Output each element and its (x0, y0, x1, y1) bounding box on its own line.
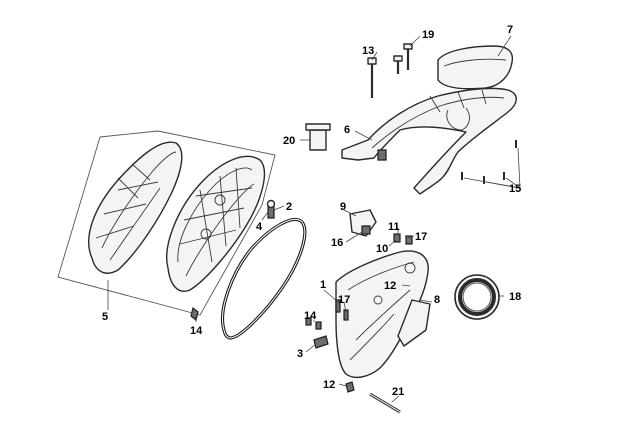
callout-7: 7 (507, 24, 513, 36)
callout-21: 21 (392, 386, 404, 398)
callout-12-lower: 12 (323, 379, 335, 391)
callout-2: 2 (286, 201, 292, 213)
callout-12-upper: 12 (384, 280, 396, 292)
callout-4: 4 (256, 221, 263, 233)
callout-19: 19 (422, 29, 434, 41)
callout-17-lower: 17 (338, 294, 350, 306)
fasteners-10-11-17 (393, 233, 413, 245)
leader-lines (107, 35, 521, 403)
storage-box (335, 250, 431, 379)
callout-18: 18 (509, 291, 521, 303)
callout-11: 11 (388, 221, 400, 233)
bracket-9-16 (349, 209, 377, 237)
callout-17-top: 17 (415, 231, 427, 243)
bolt-19 (403, 43, 413, 70)
clamp-3 (313, 335, 329, 349)
rod-21 (369, 392, 401, 414)
rear-carrier (341, 87, 517, 195)
seat-assembly-outline (57, 130, 276, 316)
callout-1: 1 (320, 279, 326, 291)
callout-13: 13 (362, 45, 374, 57)
bolts-15 (461, 140, 517, 184)
callout-20: 20 (283, 135, 295, 147)
top-case-pad (437, 45, 514, 90)
callout-14-lower: 14 (304, 310, 317, 322)
ring-18 (454, 274, 500, 320)
seat-base-frame (166, 155, 266, 292)
callout-6: 6 (344, 124, 350, 136)
callout-9: 9 (340, 201, 346, 213)
cap-20 (305, 123, 331, 151)
screw-2-4 (266, 199, 276, 219)
callout-8: 8 (434, 294, 440, 306)
callout-15: 15 (509, 183, 521, 195)
callout-10: 10 (376, 243, 388, 255)
callout-5: 5 (102, 311, 108, 323)
callout-16: 16 (331, 237, 343, 249)
callout-labels: 7 13 19 6 20 15 2 4 5 14 9 16 11 17 10 1… (102, 24, 521, 398)
clip-14-left (190, 306, 199, 322)
bolt-13 (367, 55, 403, 98)
clip-12-lower (345, 381, 355, 393)
seat-cushion (88, 141, 183, 274)
seat-gasket (221, 217, 307, 340)
callout-3: 3 (297, 348, 303, 360)
callout-14-left: 14 (190, 325, 203, 337)
